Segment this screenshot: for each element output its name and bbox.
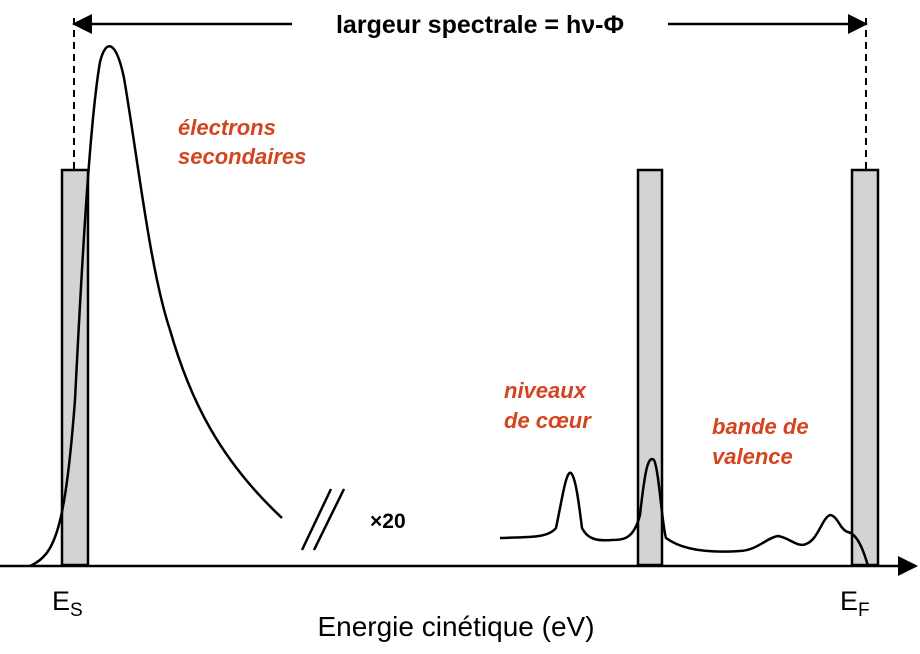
secondary-electrons-curve xyxy=(29,45,283,568)
core-valence-curve xyxy=(499,457,870,567)
es-label-sub: S xyxy=(70,600,83,621)
axis-break-mark-1 xyxy=(300,488,333,551)
valence-band-label: bande de valence xyxy=(712,414,815,469)
spectral-width-title: largeur spectrale = hν-Φ xyxy=(336,11,624,39)
axis-break-mark-2 xyxy=(312,488,346,551)
ef-label-main: E xyxy=(840,586,858,616)
core-levels-label: niveaux de cœur xyxy=(504,378,592,433)
secondary-electrons-label: électrons secondaires xyxy=(178,115,306,169)
es-label: ES xyxy=(52,586,83,621)
ef-label-sub: F xyxy=(858,600,870,621)
ef-label: EF xyxy=(840,586,870,621)
es-label-main: E xyxy=(52,586,70,616)
magnification-label: ×20 xyxy=(370,510,406,533)
x-axis-title: Energie cinétique (eV) xyxy=(317,611,594,642)
ef-bar xyxy=(850,168,880,567)
